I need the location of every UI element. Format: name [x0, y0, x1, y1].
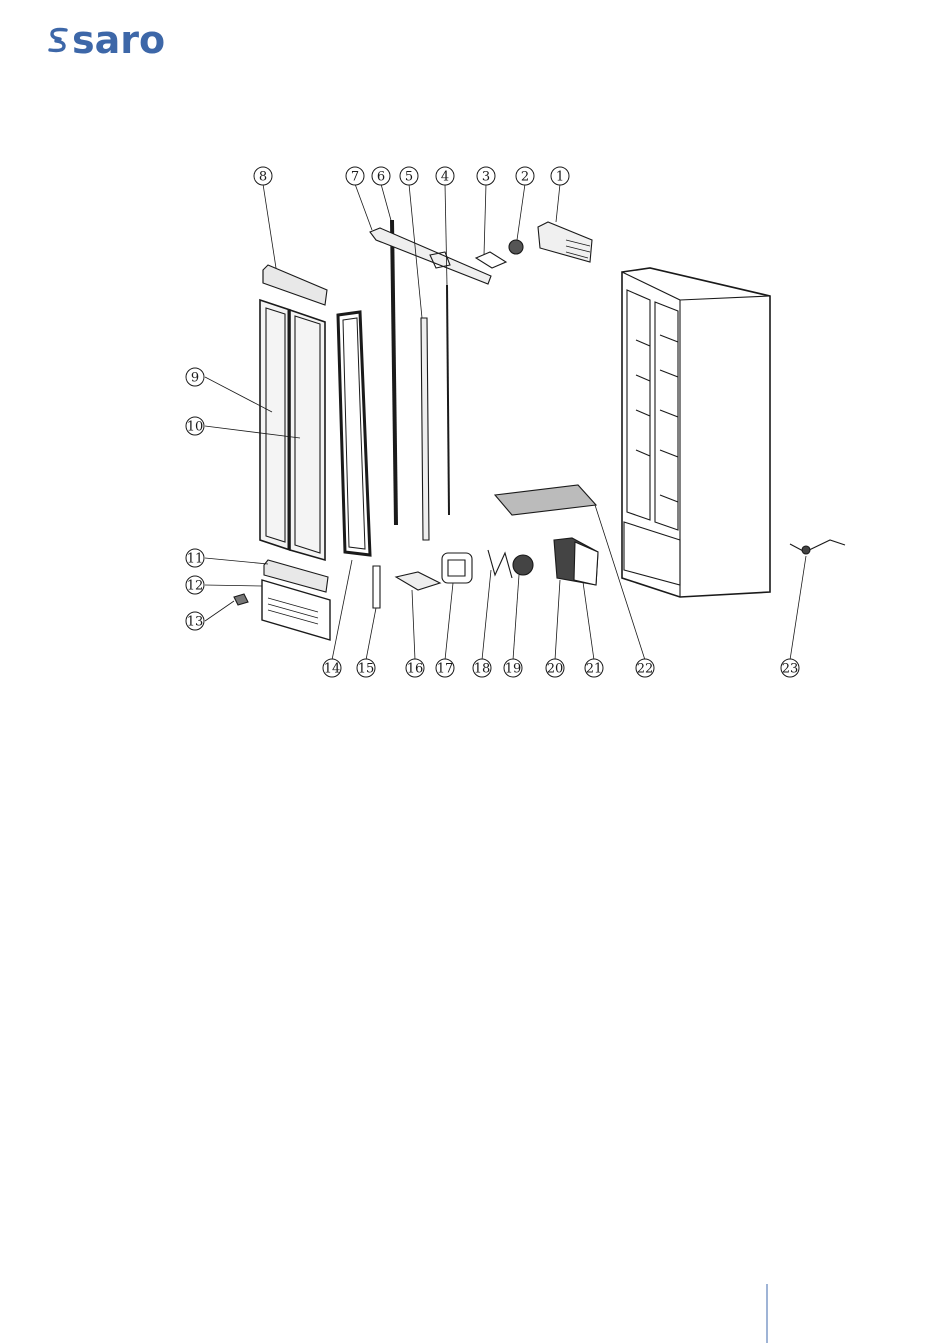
callout-15: 15	[357, 659, 375, 677]
callout-number: 1	[556, 170, 564, 185]
callout-number: 3	[482, 170, 490, 185]
callout-number: 18	[474, 662, 491, 677]
callout-19: 19	[504, 659, 522, 677]
callout-6: 6	[372, 167, 390, 185]
callout-number: 9	[191, 371, 199, 386]
callout-number: 14	[324, 662, 341, 677]
callout-12: 12	[186, 576, 204, 594]
part-8-top-frame	[263, 265, 327, 305]
part-19-fan-motor	[513, 555, 533, 575]
part-5-vertical-bar	[421, 318, 429, 540]
callout-20: 20	[546, 659, 564, 677]
callout-16: 16	[406, 659, 424, 677]
callout-4: 4	[436, 167, 454, 185]
callout-number: 21	[586, 662, 603, 677]
callout-3: 3	[477, 167, 495, 185]
callout-number: 10	[187, 420, 204, 435]
callout-number: 12	[187, 579, 204, 594]
callout-number: 20	[547, 662, 564, 677]
callout-number: 19	[505, 662, 522, 677]
part-17-compressor	[442, 553, 472, 583]
callout-18: 18	[473, 659, 491, 677]
part-13-hinge	[234, 594, 248, 605]
callout-number: 17	[437, 662, 454, 677]
callout-number: 2	[521, 170, 529, 185]
page-edge-accent-bar	[766, 1284, 768, 1343]
callout-11: 11	[186, 549, 204, 567]
part-6-vertical-bar	[392, 220, 396, 525]
part-20-21-condenser	[554, 538, 598, 585]
callout-number: 23	[782, 662, 799, 677]
part-18-tubes	[488, 550, 512, 578]
callout-number: 4	[441, 170, 449, 185]
callout-number: 7	[351, 170, 359, 185]
callout-13: 13	[186, 612, 204, 630]
callout-number: 15	[358, 662, 375, 677]
callout-number: 22	[637, 662, 654, 677]
callout-14: 14	[323, 659, 341, 677]
part-23-power-cord	[790, 540, 845, 554]
callout-number: 8	[259, 170, 267, 185]
part-4-vertical-rod	[447, 285, 449, 515]
callout-9: 9	[186, 368, 204, 386]
part-7-top-rail	[370, 228, 491, 284]
callout-22: 22	[636, 659, 654, 677]
callout-5: 5	[400, 167, 418, 185]
callout-number: 11	[187, 552, 204, 567]
callout-17: 17	[436, 659, 454, 677]
callout-23: 23	[781, 659, 799, 677]
callout-7: 7	[346, 167, 364, 185]
callout-number: 13	[187, 615, 204, 630]
callout-10: 10	[186, 417, 204, 435]
callout-21: 21	[585, 659, 603, 677]
callout-1: 1	[551, 167, 569, 185]
callout-number: 6	[377, 170, 385, 185]
part-1-evaporator	[538, 222, 592, 262]
part-22-shelf	[495, 485, 596, 515]
part-15-rod	[373, 566, 380, 608]
part-9-10-glass-doors	[260, 300, 325, 560]
part-3-bracket	[476, 252, 506, 268]
callout-2: 2	[516, 167, 534, 185]
callout-8: 8	[254, 167, 272, 185]
callout-number: 16	[407, 662, 424, 677]
cabinet-body	[622, 268, 770, 597]
part-14-door-gasket	[338, 312, 370, 555]
part-16-drip-tray	[396, 572, 440, 590]
part-2-fan	[509, 240, 523, 254]
callout-number: 5	[405, 170, 413, 185]
